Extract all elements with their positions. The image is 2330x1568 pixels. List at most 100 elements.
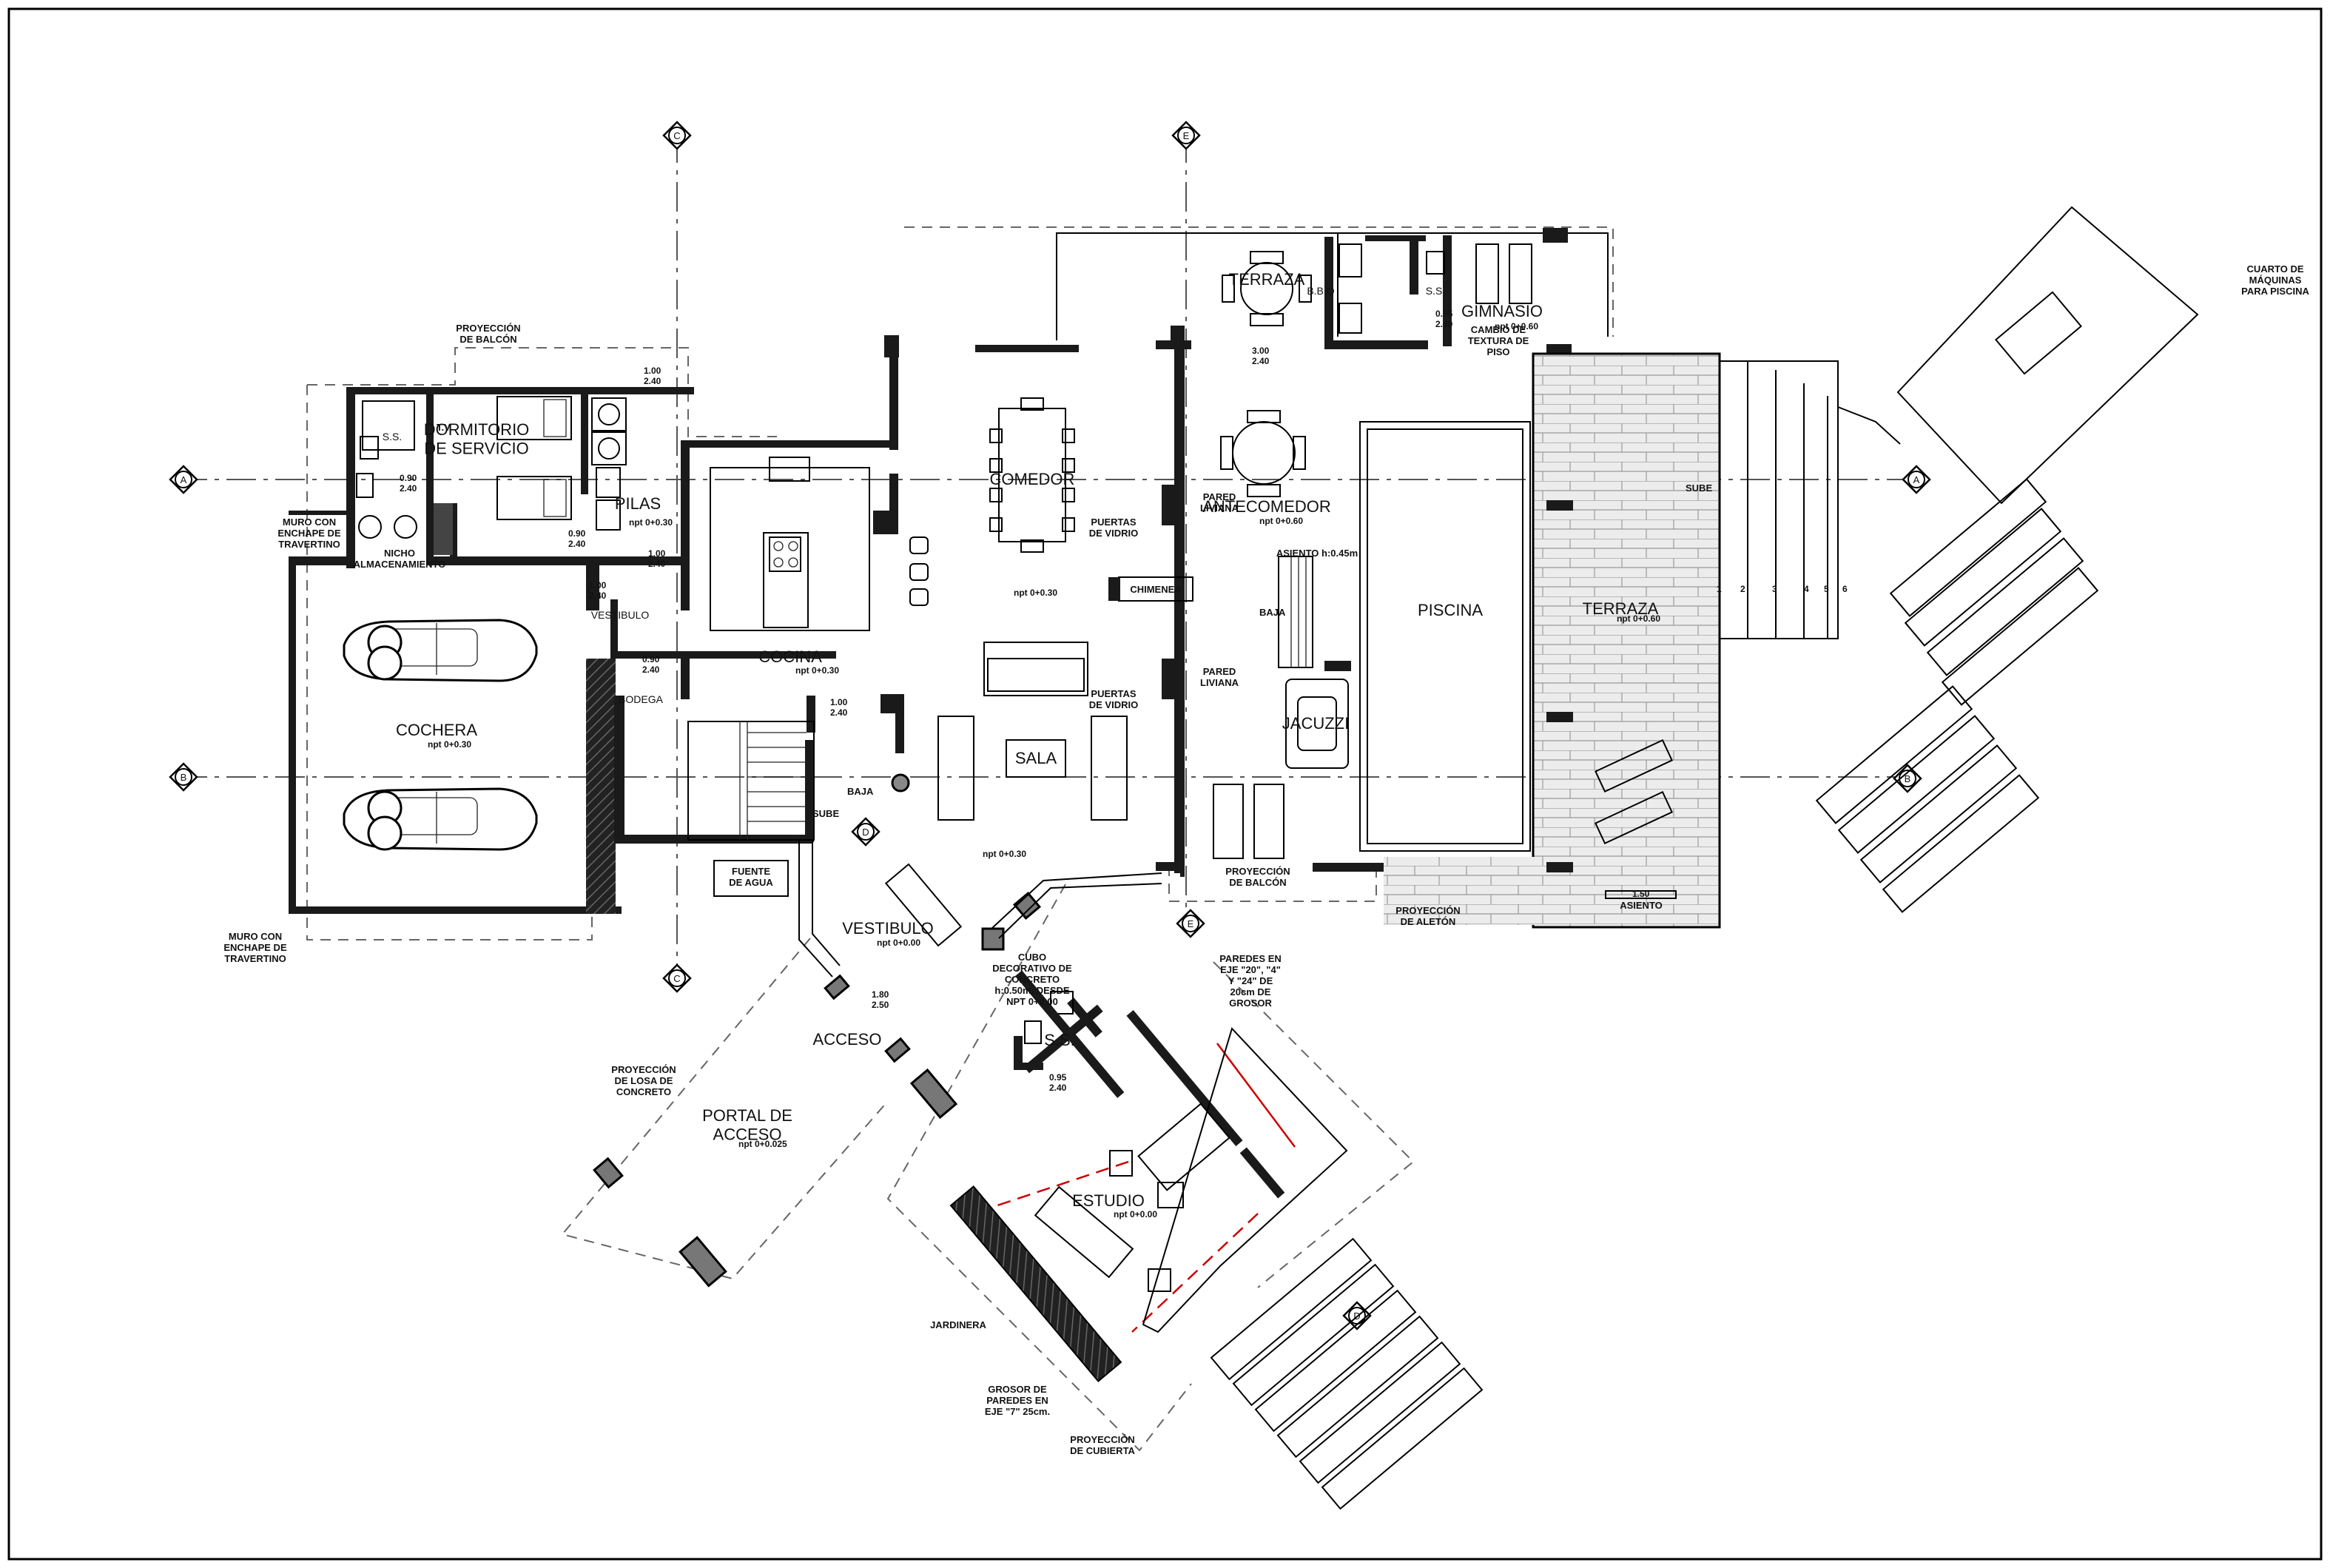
axis-markers: A A B B C C E E D D	[169, 121, 1931, 1330]
svg-text:0.902.40: 0.902.40	[642, 654, 660, 675]
svg-text:npt 0+0.30: npt 0+0.30	[629, 517, 673, 528]
svg-text:npt 0+0.00: npt 0+0.00	[877, 938, 920, 948]
svg-text:npt 0+0.30: npt 0+0.30	[795, 665, 839, 676]
projection-lines	[306, 226, 1614, 1452]
label-sala: SALA	[1015, 749, 1057, 767]
svg-text:npt 0+0.60: npt 0+0.60	[1617, 613, 1660, 624]
axis-marker-b-left: B	[169, 762, 198, 792]
svg-text:SUBE: SUBE	[1686, 482, 1712, 494]
svg-text:B: B	[181, 772, 187, 783]
axis-marker-e-bottom: E	[1176, 909, 1205, 938]
label-bodega: BODEGA	[619, 693, 664, 705]
svg-text:1.002.40: 1.002.40	[644, 366, 661, 386]
svg-text:A: A	[1913, 474, 1920, 485]
axis-marker-a-left: A	[169, 465, 198, 494]
label-jardinera: JARDINERA	[930, 1319, 986, 1330]
svg-text:npt 0+0.30: npt 0+0.30	[428, 739, 471, 750]
label-cocina: COCINA	[758, 647, 822, 666]
svg-text:E: E	[1188, 918, 1194, 929]
svg-text:0.952.40: 0.952.40	[1049, 1072, 1067, 1093]
svg-text:ASIENTO: ASIENTO	[1620, 900, 1663, 911]
svg-text:2: 2	[1740, 584, 1745, 594]
svg-text:E: E	[1183, 130, 1190, 141]
drawing-frame	[7, 7, 2323, 1561]
svg-text:1: 1	[1717, 584, 1722, 594]
svg-text:SUBE: SUBE	[812, 808, 839, 819]
service-wing	[289, 387, 694, 914]
svg-text:npt 0+0.025: npt 0+0.025	[738, 1139, 787, 1149]
label-chimenea: CHIMENEA	[1130, 584, 1182, 595]
label-antecomedor: ANTECOMEDOR	[1202, 497, 1331, 516]
pool-machine-room	[1896, 206, 2199, 505]
east-wing	[1056, 228, 1901, 929]
svg-text:1.802.50: 1.802.50	[872, 989, 889, 1010]
svg-text:C: C	[673, 130, 680, 141]
svg-text:BAJA: BAJA	[847, 786, 874, 797]
main-block	[614, 326, 1193, 897]
deck-loungers	[1815, 478, 2099, 913]
svg-text:0.902.40: 0.902.40	[568, 528, 586, 549]
label-acceso: ACCESO	[813, 1030, 882, 1049]
level-labels: npt 0+0.30 npt 0+0.30 npt 0+0.30 npt 0+0…	[428, 321, 1660, 1219]
svg-text:ASIENTO h:0.45m: ASIENTO h:0.45m	[1276, 548, 1358, 559]
label-ss-estudio: S.S.	[1044, 1031, 1075, 1049]
parked-car-1	[343, 619, 538, 682]
svg-text:npt 0+0.60: npt 0+0.60	[1495, 321, 1538, 332]
svg-text:1.002.40: 1.002.40	[589, 580, 607, 601]
svg-text:6: 6	[1842, 584, 1848, 594]
svg-text:4: 4	[1804, 584, 1809, 594]
entry-study	[593, 840, 1484, 1510]
label-piscina: PISCINA	[1418, 601, 1483, 619]
svg-text:5: 5	[1824, 584, 1829, 594]
parked-car-2	[343, 787, 538, 851]
label-comedor: COMEDOR	[990, 470, 1075, 488]
svg-text:A: A	[181, 474, 187, 485]
axis-marker-a-right: A	[1902, 465, 1931, 494]
label-estudio: ESTUDIO	[1072, 1191, 1145, 1210]
svg-text:npt 0+0.30: npt 0+0.30	[1014, 588, 1057, 598]
svg-text:3: 3	[1772, 584, 1777, 594]
axis-marker-d-1: D	[851, 817, 881, 847]
svg-text:npt 0+0.00: npt 0+0.00	[1114, 1209, 1157, 1219]
label-jacuzzi: JACUZZI	[1282, 714, 1349, 733]
label-gimnasio: GIMNASIO	[1461, 302, 1543, 320]
axis-marker-c-bottom: C	[662, 963, 692, 993]
label-ss-gym: S.S.	[1426, 285, 1445, 297]
svg-text:npt 0+0.30: npt 0+0.30	[983, 849, 1026, 859]
svg-text:D: D	[862, 827, 869, 838]
axis-marker-e-top: E	[1171, 121, 1201, 150]
svg-text:1.50: 1.50	[1632, 889, 1650, 899]
svg-text:npt 0+0.60: npt 0+0.60	[1259, 516, 1303, 526]
label-terraza-deck: TERRAZA	[1583, 599, 1659, 618]
svg-text:BAJA: BAJA	[1259, 607, 1286, 618]
label-pilas: PILAS	[615, 494, 661, 513]
svg-text:3.002.40: 3.002.40	[1252, 346, 1270, 366]
axis-marker-c-top: C	[662, 121, 692, 150]
label-bbq: B.B.Q	[1307, 285, 1334, 297]
axis-marker-b-right: B	[1893, 764, 1922, 793]
svg-text:1.002.40: 1.002.40	[830, 697, 848, 718]
svg-text:B: B	[1905, 773, 1911, 784]
step-numbers: 1 2 3 4 5 6	[1717, 584, 1848, 594]
svg-text:T.V: T.V	[437, 422, 451, 433]
svg-text:0.902.40: 0.902.40	[400, 473, 417, 494]
